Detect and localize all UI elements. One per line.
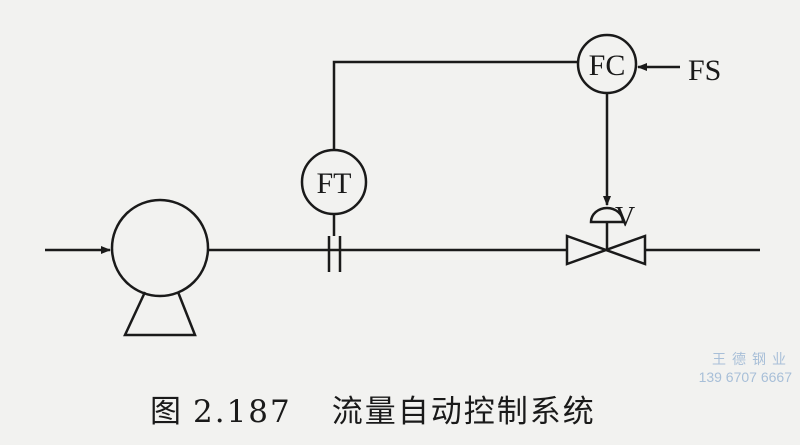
control-valve (565, 234, 647, 266)
valve-actuator (589, 206, 625, 224)
fc-label: FC (589, 49, 626, 82)
caption-prefix: 图 (150, 394, 183, 430)
pump-casing (110, 198, 210, 298)
fs-label: FS (688, 54, 721, 87)
valve-label: V (615, 202, 635, 233)
caption-number: 2.187 (193, 394, 292, 430)
watermark-name: 王德钢业 (712, 351, 792, 367)
signal-line-ft-fc (332, 60, 578, 150)
pump-base (123, 291, 197, 337)
watermark-phone: 139 6707 6667 (698, 369, 792, 385)
ft-label: FT (316, 167, 351, 200)
caption-title: 流量自动控制系统 (331, 394, 596, 430)
watermark: 王德钢业 139 6707 6667 (680, 350, 792, 386)
figure-caption: 图 2.187 流量自动控制系统 (150, 386, 596, 431)
